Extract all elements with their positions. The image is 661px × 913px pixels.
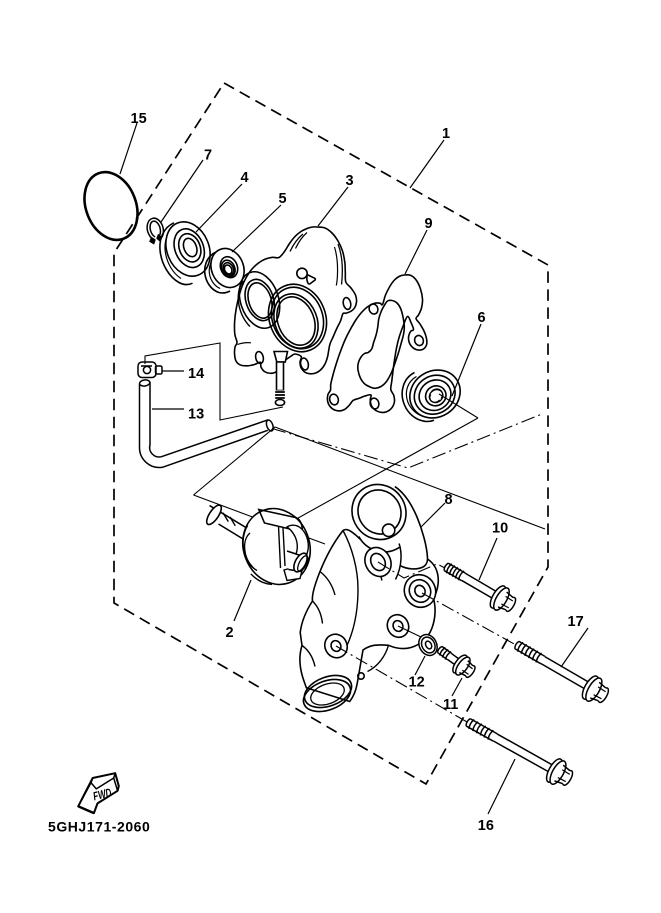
svg-text:7: 7 — [204, 148, 212, 164]
svg-text:15: 15 — [131, 111, 147, 127]
svg-text:16: 16 — [478, 818, 494, 834]
svg-text:14: 14 — [188, 366, 204, 382]
svg-text:17: 17 — [568, 614, 584, 630]
svg-text:10: 10 — [492, 521, 508, 537]
svg-text:4: 4 — [241, 170, 249, 186]
svg-text:1: 1 — [442, 126, 450, 142]
svg-text:12: 12 — [409, 675, 425, 691]
svg-text:3: 3 — [346, 173, 354, 189]
svg-text:6: 6 — [478, 310, 486, 326]
svg-text:9: 9 — [425, 216, 433, 232]
svg-text:5GHJ171-2060: 5GHJ171-2060 — [48, 819, 150, 835]
svg-text:11: 11 — [443, 697, 458, 713]
svg-text:13: 13 — [188, 406, 204, 422]
svg-text:5: 5 — [279, 191, 287, 207]
svg-text:8: 8 — [445, 492, 453, 508]
svg-text:FWD: FWD — [92, 785, 114, 803]
svg-text:2: 2 — [226, 625, 234, 641]
